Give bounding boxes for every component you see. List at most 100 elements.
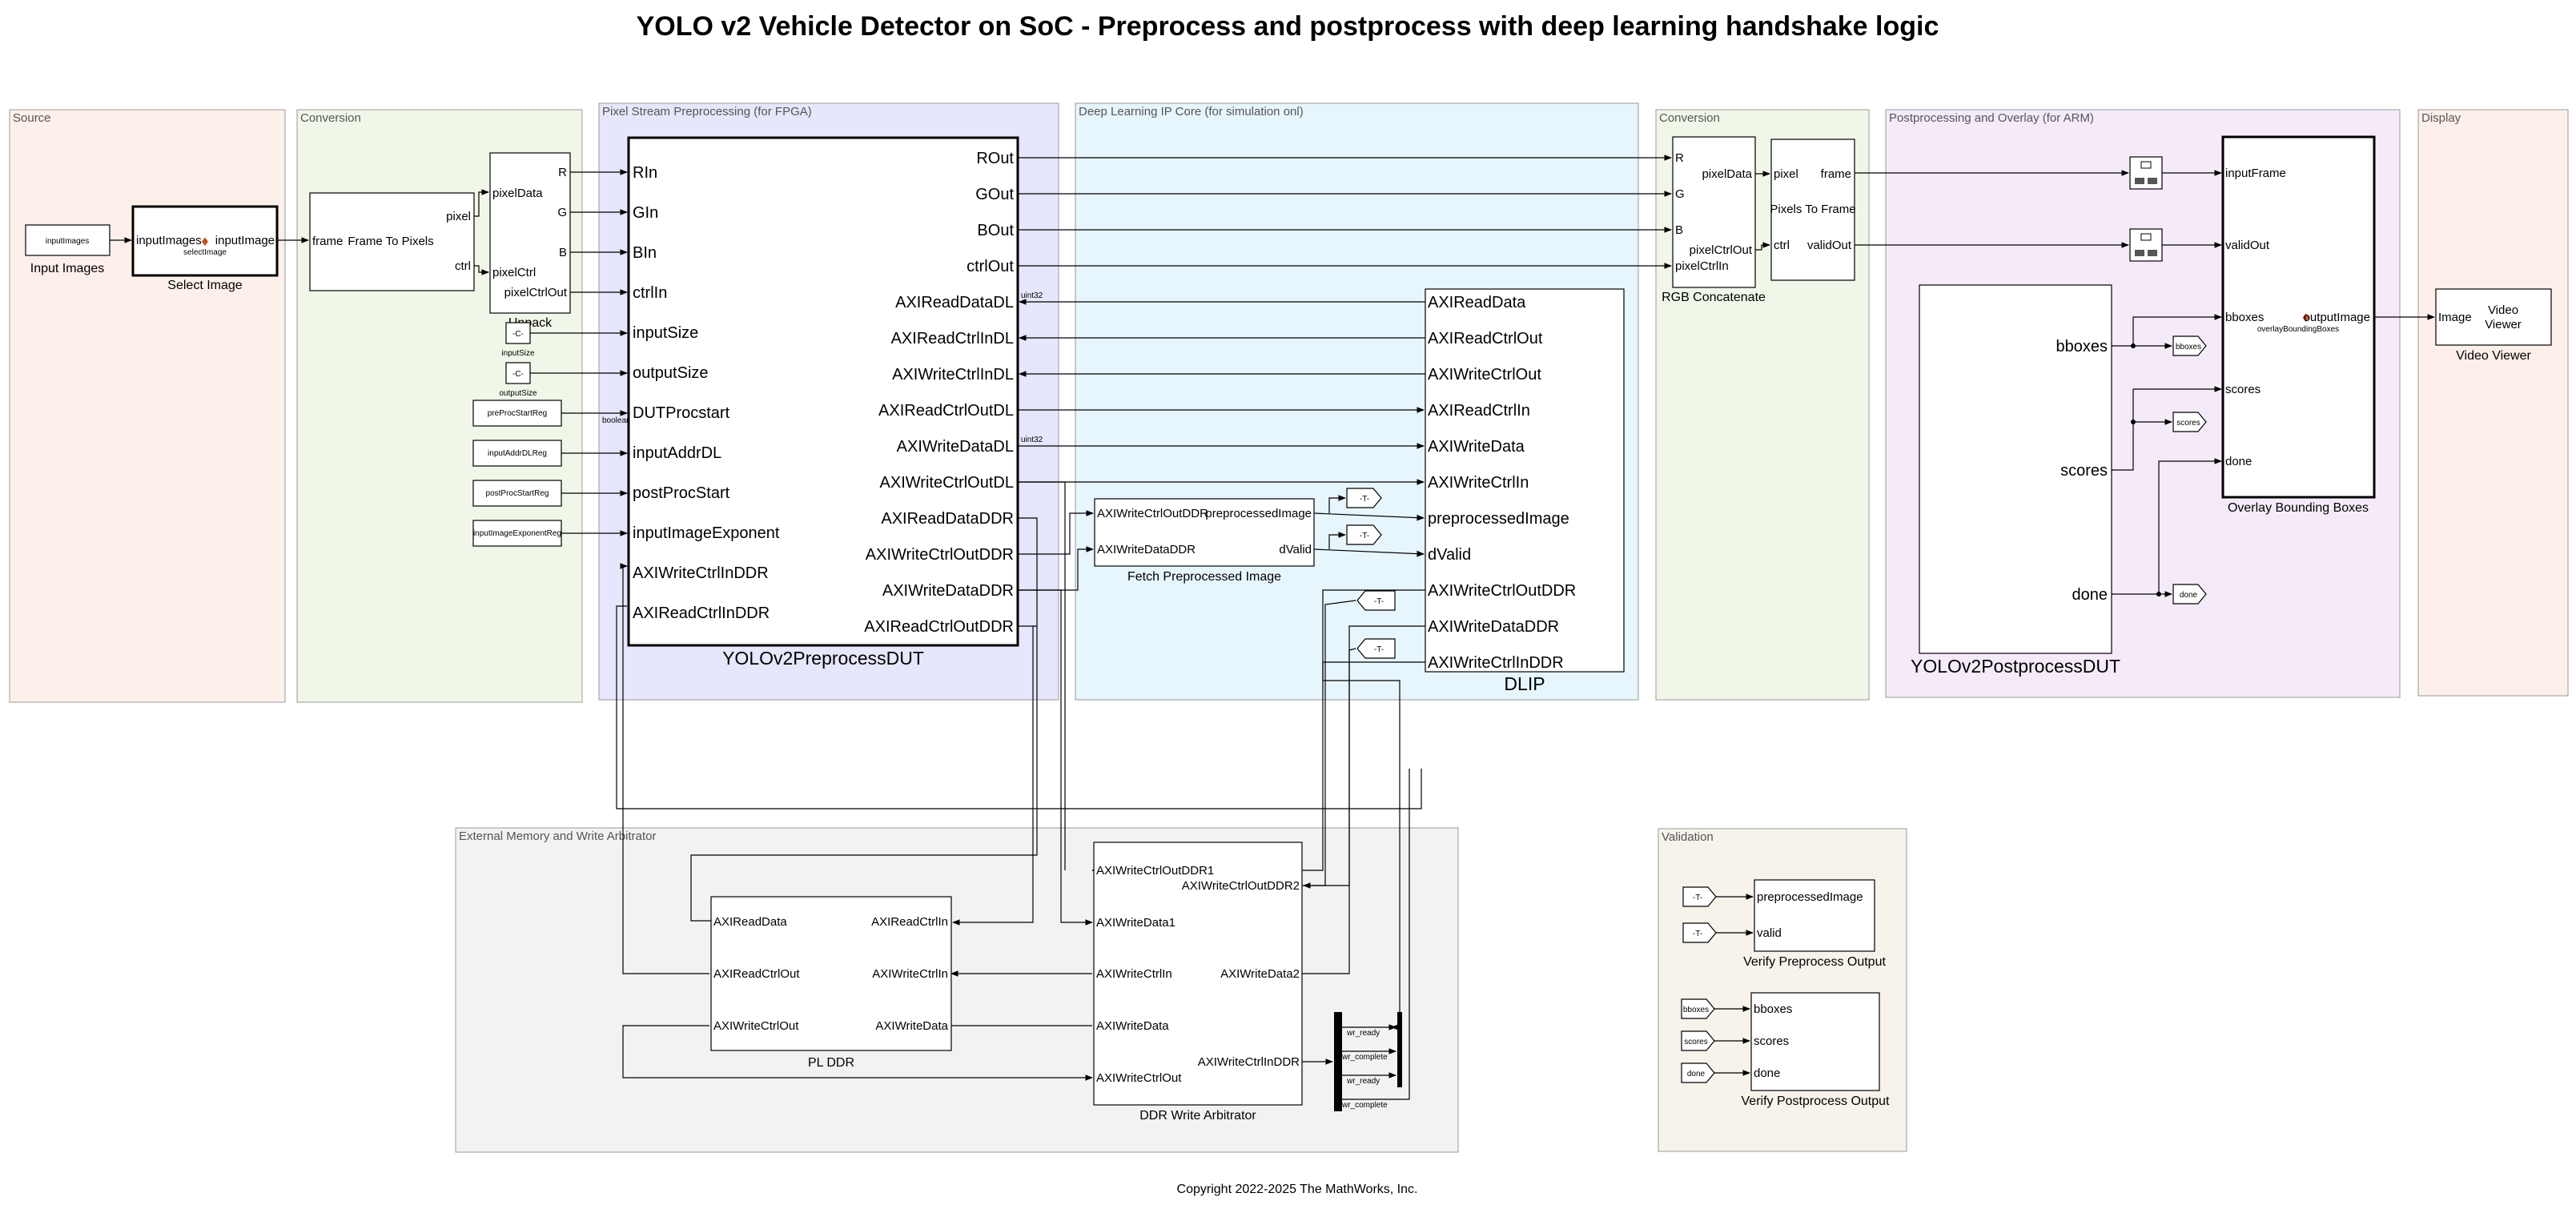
- select-image-label: Select Image: [167, 279, 242, 292]
- svg-text:bboxes: bboxes: [2176, 343, 2201, 351]
- postprocess-dut-block[interactable]: bboxes scores done YOLOv2PostprocessDUT: [1911, 284, 2120, 677]
- area-display[interactable]: Display: [2417, 109, 2569, 697]
- goto-tag-t-3[interactable]: -T-: [1356, 590, 1396, 611]
- input-images-block[interactable]: inputImages Input Images: [25, 224, 111, 275]
- select-image-block[interactable]: inputImages inputImage ♦ selectImage Sel…: [131, 205, 279, 292]
- svg-text:bboxes: bboxes: [2225, 311, 2264, 324]
- svg-text:preprocessedImage: preprocessedImage: [1205, 507, 1312, 520]
- svg-text:inputImages: inputImages: [46, 237, 89, 246]
- dlip-port: AXIReadCtrlIn: [1428, 402, 1530, 420]
- input-image-exponent-reg[interactable]: inputImageExponentReg: [472, 520, 562, 547]
- svg-text:pixelData: pixelData: [492, 187, 543, 200]
- preprocess-in-port: ctrlIn: [633, 284, 667, 302]
- matlab-function-icon: ♦: [201, 233, 208, 249]
- svg-text:AXIReadCtrlIn: AXIReadCtrlIn: [871, 915, 948, 929]
- preprocess-out-port: AXIWriteCtrlInDL: [892, 366, 1014, 384]
- preprocess-out-port: AXIReadCtrlOutDL: [878, 402, 1014, 420]
- overlay-bounding-boxes-block[interactable]: inputFrame validOut bboxes scores done ♦…: [2221, 135, 2376, 515]
- from-tag-bboxes[interactable]: bboxes: [1681, 998, 1715, 1019]
- dlip-port: AXIWriteData: [1428, 438, 1525, 456]
- verify-postprocess-label: Verify Postprocess Output: [1742, 1095, 1891, 1108]
- rgb-concatenate-label: RGB Concatenate: [1662, 291, 1766, 304]
- goto-tag-t-2[interactable]: -T-: [1346, 524, 1382, 545]
- svg-text:Viewer: Viewer: [2485, 318, 2522, 331]
- svg-text:pixelCtrl: pixelCtrl: [492, 266, 536, 279]
- pl-ddr-block[interactable]: AXIReadData AXIReadCtrlOut AXIWriteCtrlO…: [710, 896, 952, 1070]
- svg-text:ctrl: ctrl: [455, 259, 471, 273]
- from-tag-t-2[interactable]: -T-: [1682, 922, 1717, 943]
- svg-text:pixelCtrlOut: pixelCtrlOut: [504, 286, 568, 299]
- unpack-block[interactable]: pixelData pixelCtrl R G B pixelCtrlOut U…: [489, 152, 571, 330]
- svg-text:wr_complete: wr_complete: [1341, 1053, 1388, 1062]
- rgb-concatenate-block[interactable]: R G B pixelCtrlIn pixelData pixelCtrlOut…: [1662, 136, 1766, 304]
- svg-text:preProcStartReg: preProcStartReg: [488, 409, 547, 418]
- svg-text:scores: scores: [1754, 1034, 1789, 1048]
- preprocess-out-port: ctrlOut: [967, 258, 1014, 275]
- postproc-start-reg[interactable]: postProcStartReg: [472, 480, 562, 507]
- area-title-postprocess: Postprocessing and Overlay (for ARM): [1889, 111, 2094, 125]
- svg-text:done: done: [1754, 1066, 1780, 1080]
- goto-tag-t-1[interactable]: -T-: [1346, 488, 1382, 508]
- svg-text:-C-: -C-: [512, 370, 524, 379]
- verify-postprocess-block[interactable]: bboxes scores done Verify Postprocess Ou…: [1742, 992, 1891, 1108]
- dlip-port: AXIWriteCtrlOutDDR: [1428, 582, 1576, 600]
- svg-text:AXIWriteCtrlOutDDR2: AXIWriteCtrlOutDDR2: [1182, 879, 1300, 893]
- svg-text:selectImage: selectImage: [183, 248, 227, 257]
- video-viewer-block[interactable]: Image Video Viewer Video Viewer: [2435, 288, 2552, 363]
- pixels-to-frame-block[interactable]: pixel ctrl Pixels To Frame frame validOu…: [1770, 139, 1856, 281]
- input-addr-dl-reg[interactable]: inputAddrDLReg: [472, 440, 562, 467]
- probe-icon-1[interactable]: [2129, 156, 2163, 190]
- preprocess-dut-label: YOLOv2PreprocessDUT: [722, 648, 924, 669]
- svg-text:pixel: pixel: [1774, 167, 1798, 181]
- preprocess-dut-block[interactable]: RInGInBInctrlIninputSizeoutputSizeDUTPro…: [627, 136, 1019, 669]
- area-title-source: Source: [13, 111, 51, 125]
- from-tag-scores[interactable]: scores: [1681, 1030, 1715, 1051]
- input-size-constant[interactable]: -C- inputSize: [501, 322, 535, 358]
- goto-tag-bboxes[interactable]: bboxes: [2172, 335, 2207, 356]
- from-tag-done[interactable]: done: [1681, 1062, 1715, 1083]
- preprocess-out-port: ROut: [976, 150, 1014, 167]
- preproc-start-reg[interactable]: preProcStartReg: [472, 400, 562, 427]
- svg-text:done: done: [1687, 1070, 1706, 1078]
- dlip-block[interactable]: AXIReadDataAXIReadCtrlOutAXIWriteCtrlOut…: [1425, 288, 1625, 694]
- svg-text:wr_complete: wr_complete: [1341, 1101, 1388, 1110]
- dlip-port: AXIWriteCtrlInDDR: [1428, 654, 1564, 672]
- area-title-validation: Validation: [1662, 830, 1714, 844]
- svg-text:wr_ready: wr_ready: [1346, 1077, 1380, 1086]
- svg-text:validOut: validOut: [1807, 239, 1852, 252]
- ddr-write-arbitrator-block[interactable]: AXIWriteCtrlOutDDR1 AXIWriteData1 AXIWri…: [1093, 841, 1303, 1123]
- fetch-preprocessed-block[interactable]: AXIWriteCtrlOutDDR AXIWriteDataDDR prepr…: [1094, 498, 1315, 584]
- svg-text:AXIWriteData2: AXIWriteData2: [1220, 967, 1300, 981]
- frame-to-pixels-block[interactable]: frame Frame To Pixels pixel ctrl: [309, 192, 475, 291]
- svg-text:AXIWriteCtrlOutDDR1: AXIWriteCtrlOutDDR1: [1096, 864, 1214, 878]
- goto-tag-done[interactable]: done: [2172, 584, 2207, 604]
- svg-text:AXIReadData: AXIReadData: [713, 915, 787, 929]
- goto-tag-scores[interactable]: scores: [2172, 412, 2207, 432]
- svg-text:B: B: [1675, 223, 1683, 237]
- area-memory[interactable]: External Memory and Write Arbitrator: [455, 827, 1459, 1153]
- svg-text:-T-: -T-: [1360, 532, 1369, 540]
- fetch-label: Fetch Preprocessed Image: [1127, 570, 1281, 584]
- from-tag-t-1[interactable]: -T-: [1682, 886, 1717, 907]
- svg-text:pixelCtrlIn: pixelCtrlIn: [1675, 259, 1729, 273]
- svg-text:R: R: [558, 166, 567, 179]
- dlip-port: preprocessedImage: [1428, 510, 1569, 528]
- svg-text:scores: scores: [1684, 1038, 1707, 1046]
- area-title-dlip: Deep Learning IP Core (for simulation on…: [1079, 105, 1304, 118]
- preprocess-in-port: AXIReadCtrlInDDR: [633, 604, 770, 622]
- svg-text:Video: Video: [2488, 303, 2518, 317]
- preprocess-out-port: AXIWriteCtrlOutDL: [880, 474, 1014, 492]
- svg-text:inputImage: inputImage: [215, 234, 275, 247]
- verify-preprocess-label: Verify Preprocess Output: [1743, 955, 1886, 969]
- svg-text:pixelCtrlOut: pixelCtrlOut: [1690, 243, 1753, 257]
- output-size-constant[interactable]: -C- outputSize: [499, 362, 537, 398]
- verify-preprocess-block[interactable]: preprocessedImage valid Verify Preproces…: [1743, 879, 1886, 969]
- bus-selector[interactable]: wr_ready wr_complete wr_ready wr_complet…: [1334, 1012, 1402, 1111]
- probe-icon-2[interactable]: [2129, 228, 2163, 262]
- goto-tag-t-4[interactable]: -T-: [1356, 638, 1396, 659]
- svg-text:preprocessedImage: preprocessedImage: [1757, 890, 1863, 904]
- area-source[interactable]: Source: [9, 109, 286, 703]
- svg-text:scores: scores: [2225, 383, 2261, 396]
- pl-ddr-label: PL DDR: [808, 1056, 854, 1070]
